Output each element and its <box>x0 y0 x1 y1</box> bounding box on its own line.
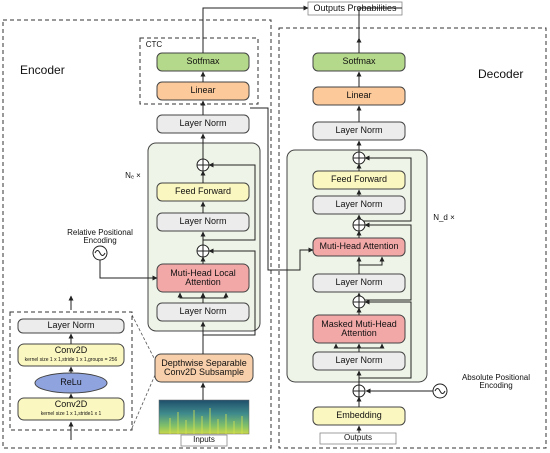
ctc-title: CTC <box>145 40 163 50</box>
encoder-mha-local: Muti-Head Local Attention <box>170 267 236 287</box>
zoom-line-top <box>131 314 156 361</box>
decoder-layer-norm-masked: Layer Norm <box>335 355 383 366</box>
decoder-softmax: Sotfmax <box>342 56 376 67</box>
detail-conv2d-top-params: kernel size 1 x 1,stride 1 x 1,groups = … <box>24 357 118 364</box>
decoder-mha: Muti-Head Attention <box>319 241 399 252</box>
ctc-linear-label: Linear <box>190 85 216 96</box>
inputs-box <box>180 434 228 447</box>
decoder-container <box>278 27 547 449</box>
absolute-pe-label: Absolute Positional Encoding <box>461 372 531 390</box>
detail-conv2d-bottom: Conv2D <box>54 398 88 409</box>
relative-pe-symbol <box>92 245 108 261</box>
detail-relu: ReLu <box>60 377 82 388</box>
encoder-title: Encoder <box>20 62 65 77</box>
detail-conv2d-bottom-params: kernel size 1 x 1,stride1 x 1 <box>40 411 102 418</box>
subsample-label: Depthwise Separable Conv2D Subsample <box>161 357 247 377</box>
encoder-add-circles <box>196 158 210 258</box>
encoder-layer-norm-top: Layer Norm <box>179 118 227 129</box>
decoder-repeat-label: N_d × <box>433 212 455 222</box>
subsample-box <box>154 353 254 383</box>
zoom-line-bottom <box>131 374 156 429</box>
outputs-probabilities-label: Outputs Probabilities <box>313 2 397 13</box>
spectrogram-texture <box>169 408 243 434</box>
decoder-masked-mha: Masked Muti-Head Attention <box>321 318 397 338</box>
absolute-pe-symbol <box>432 383 448 399</box>
encoder-repeat-label: Nₑ × <box>125 170 141 180</box>
encoder-feed-forward: Feed Forward <box>174 186 232 197</box>
relative-pe-label: Relative Positional Encoding <box>67 227 133 245</box>
decoder-layer-norm-final: Layer Norm <box>335 125 383 136</box>
detail-conv2d-top: Conv2D <box>54 344 88 355</box>
decoder-outputs-box <box>319 432 397 445</box>
decoder-layer-norm-mha: Layer Norm <box>335 277 383 288</box>
inputs-label: Inputs <box>193 435 215 445</box>
encoder-layer-norm-bottom: Layer Norm <box>179 306 227 317</box>
detail-layer-norm-box <box>17 318 125 334</box>
decoder-title: Decoder <box>478 66 524 81</box>
ctc-softmax-label: Sotfmax <box>186 56 220 67</box>
decoder-embedding: Embedding <box>336 410 382 421</box>
input-spectrogram <box>158 399 250 435</box>
decoder-feed-forward: Feed Forward <box>330 174 388 185</box>
decoder-layer-norm-ff: Layer Norm <box>335 199 383 210</box>
decoder-add-circles <box>352 151 366 398</box>
detail-layer-norm: Layer Norm <box>47 320 95 331</box>
decoder-outputs-label: Outputs <box>343 433 372 443</box>
decoder-linear: Linear <box>346 90 372 101</box>
encoder-layer-norm-mid: Layer Norm <box>179 216 227 227</box>
encoder-container <box>2 19 272 449</box>
